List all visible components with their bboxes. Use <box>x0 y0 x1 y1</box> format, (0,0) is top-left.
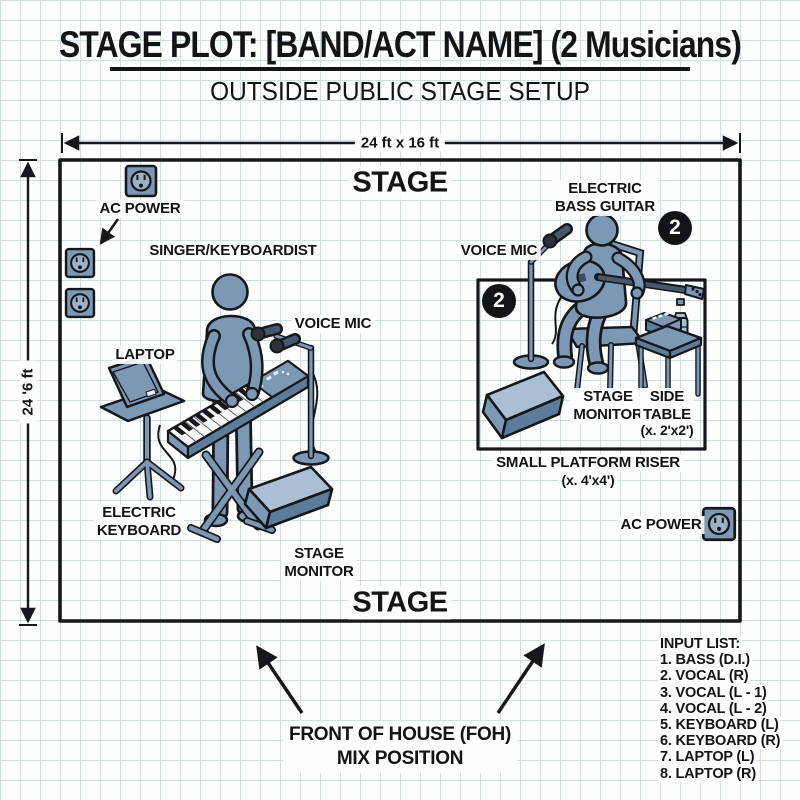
laptop-illustration <box>99 354 186 501</box>
ac-outlet-icon <box>701 506 737 542</box>
stage-monitor-right-illustration <box>481 370 565 440</box>
side-table-size-label: (x. 2'x2') <box>637 422 697 438</box>
ac-outlet-icon <box>124 164 158 198</box>
input-list: INPUT LIST: 1. BASS (D.I.) 2. VOCAL (R) … <box>658 636 783 782</box>
foh-mix-position-label: FRONT OF HOUSE (FOH) MIX POSITION <box>283 721 517 773</box>
stage-monitor-label-left: STAGE MONITOR <box>281 545 357 581</box>
input-list-item: 3. VOCAL (L - 1) <box>658 684 769 701</box>
cable <box>551 295 563 345</box>
platform-riser-size-label: (x. 4'x4') <box>558 472 618 488</box>
channel-badge-top: 2 <box>658 211 692 245</box>
singer-keyboardist-label: SINGER/KEYBOARDIST <box>146 242 320 260</box>
input-list-item: 8. LAPTOP (R) <box>658 765 758 782</box>
input-list-item: 2. VOCAL (R) <box>658 668 751 685</box>
electric-bass-guitar-label: ELECTRIC BASS GUITAR <box>551 180 659 216</box>
ac-outlet-icon <box>64 247 96 279</box>
input-list-item: 6. KEYBOARD (R) <box>658 733 783 750</box>
stage-label-bottom: STAGE <box>348 586 452 620</box>
stage-width-dimension: 24 ft x 16 ft <box>354 134 446 152</box>
stage-monitor-label-right: STAGE MONITOR <box>570 388 646 424</box>
stage-height-dimension: 24 '6 ft <box>19 360 37 424</box>
ac-power-label-top-left: AC POWER <box>96 200 184 218</box>
singer-keyboardist-illustration <box>99 273 334 543</box>
bass-player-illustration <box>476 213 707 451</box>
electric-keyboard-label: ELECTRIC KEYBOARD <box>93 504 185 540</box>
microphone-icon <box>250 323 301 354</box>
input-list-item: 5. KEYBOARD (L) <box>658 717 781 734</box>
ac-power-pointer-arrow <box>99 218 119 245</box>
page-title: STAGE PLOT: [BAND/ACT NAME] (2 Musicians… <box>59 24 742 65</box>
bassist-head <box>585 213 619 247</box>
input-list-item: 1. BASS (D.I.) <box>658 652 752 669</box>
singer-head <box>211 273 249 311</box>
voice-mic-stand-right <box>512 223 573 370</box>
input-list-title: INPUT LIST: <box>658 636 742 653</box>
stage-outline <box>58 158 742 623</box>
cable <box>157 424 177 483</box>
stage-label-top: STAGE <box>348 166 452 200</box>
title-underline <box>110 67 690 71</box>
microphone-icon <box>542 223 573 249</box>
foh-arrow-right <box>496 643 545 714</box>
laptop-label: LAPTOP <box>112 346 178 364</box>
stage-monitor-left-illustration <box>243 465 334 530</box>
voice-mic-label-right: VOICE MIC <box>457 242 541 260</box>
channel-badge-riser: 2 <box>482 284 516 318</box>
side-table-label: SIDE TABLE <box>640 388 694 424</box>
platform-riser-label: SMALL PLATFORM RISER <box>493 454 683 472</box>
input-list-item: 4. VOCAL (L - 2) <box>658 700 769 718</box>
voice-mic-label-left: VOICE MIC <box>291 315 375 333</box>
input-list-item: 7. LAPTOP (L) <box>658 749 757 766</box>
ac-outlet-icon <box>64 287 96 319</box>
foh-arrow-left <box>256 645 304 714</box>
voice-mic-stand-left <box>250 323 330 466</box>
page-subtitle: OUTSIDE PUBLIC STAGE SETUP <box>210 76 590 106</box>
ac-power-label-right: AC POWER <box>617 516 705 534</box>
